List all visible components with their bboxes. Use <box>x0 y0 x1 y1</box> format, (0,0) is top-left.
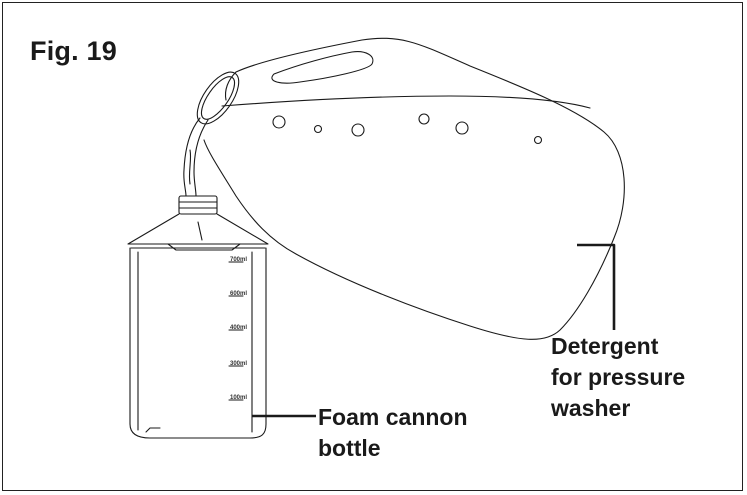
callout-line: for pressure <box>551 364 686 390</box>
callout-line: Foam cannon <box>318 404 468 430</box>
detergent-jug <box>196 37 625 340</box>
graduation-label: 300ml <box>230 361 248 367</box>
foam-cannon-bottle <box>127 195 269 439</box>
leader-line-detergent <box>577 243 616 330</box>
callout-line: bottle <box>318 435 381 461</box>
callout-line: washer <box>551 395 631 421</box>
callout-detergent: Detergent for pressure washer <box>551 331 685 424</box>
pour-stream <box>183 117 209 197</box>
figure-frame <box>2 2 743 491</box>
callout-line: Detergent <box>551 333 659 359</box>
graduation-label: 600ml <box>230 291 248 297</box>
graduation-label: 700ml <box>230 257 248 263</box>
callout-foam-cannon-bottle: Foam cannon bottle <box>318 402 468 464</box>
figure-title: Fig. 19 <box>30 36 117 66</box>
graduation-label: 400ml <box>230 325 248 331</box>
graduation-label: 100ml <box>230 395 248 401</box>
